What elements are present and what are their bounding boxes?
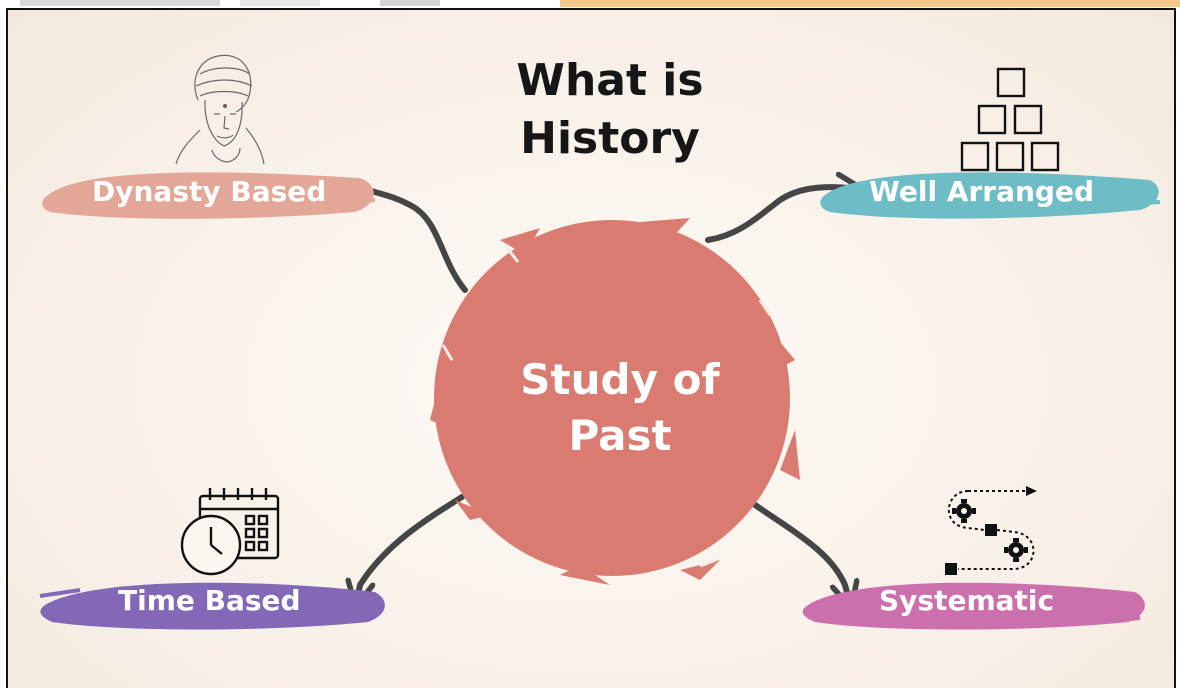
connector-time bbox=[358, 494, 465, 595]
node-label-systematic: Systematic bbox=[879, 584, 1055, 617]
brush-dynasty bbox=[42, 172, 376, 219]
stacked-boxes-icon bbox=[960, 67, 1060, 172]
connector-dynasty bbox=[365, 187, 468, 293]
node-label-time: Time Based bbox=[118, 584, 301, 617]
connector-systematic bbox=[745, 497, 848, 596]
connector-arranged bbox=[705, 187, 850, 243]
brush-systematic bbox=[802, 582, 1145, 630]
brush-time bbox=[39, 582, 385, 630]
slide-title: What is History bbox=[516, 55, 704, 164]
brush-arranged bbox=[820, 172, 1161, 219]
process-path-icon bbox=[945, 486, 1037, 575]
node-label-dynasty: Dynasty Based bbox=[92, 175, 327, 208]
node-label-arranged: Well Arranged bbox=[869, 175, 1095, 208]
calendar-clock-icon bbox=[180, 488, 280, 576]
center-label: Study of Past bbox=[520, 355, 720, 460]
center-circle bbox=[430, 218, 800, 585]
king-portrait-icon bbox=[175, 54, 265, 165]
top-watermark-strip bbox=[0, 0, 1180, 8]
